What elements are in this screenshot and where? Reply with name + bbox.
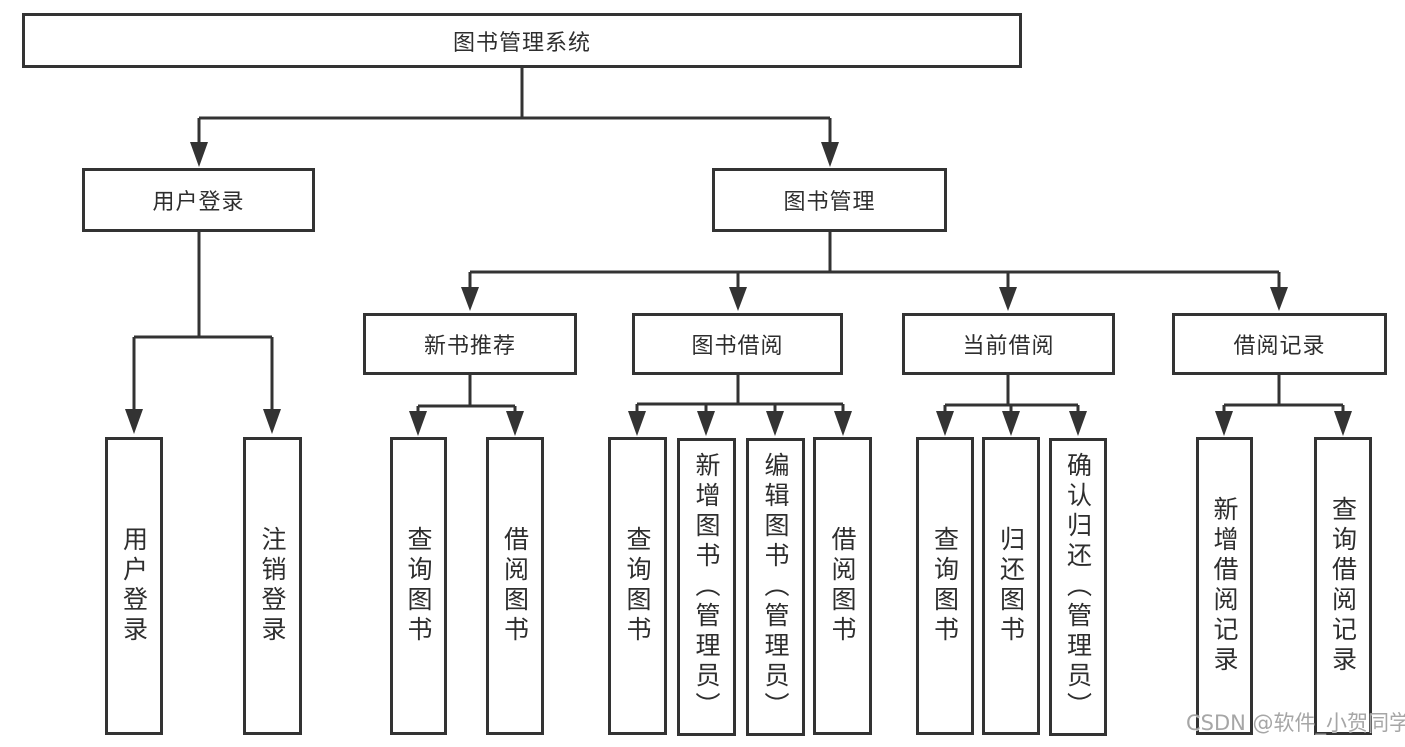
node-book-borrow: 图书借阅 (632, 313, 843, 375)
node-current-borrow: 当前借阅 (902, 313, 1115, 375)
node-root: 图书管理系统 (22, 13, 1022, 68)
leaf-return-books-label: 归还图书 (996, 526, 1026, 646)
leaf-logout-label: 注销登录 (258, 526, 287, 646)
leaf-confirm-return-admin: 确认归还（管理员） (1049, 438, 1107, 736)
watermark: CSDN @软件_小贺同学 (1186, 711, 1405, 735)
leaf-add-borrow-record: 新增借阅记录 (1196, 437, 1253, 735)
leaf-edit-books-admin: 编辑图书（管理员） (746, 438, 805, 736)
node-borrow-records: 借阅记录 (1172, 313, 1387, 375)
arrowhead-group (125, 142, 1352, 436)
leaf-add-books-admin-label: 新增图书（管理员） (692, 452, 721, 722)
node-user-login-label: 用户登录 (152, 190, 245, 215)
leaf-add-borrow-record-label: 新增借阅记录 (1210, 496, 1239, 676)
node-current-borrow-label: 当前借阅 (962, 334, 1055, 359)
leaf-recommend-query-books: 查询图书 (390, 437, 447, 735)
leaf-recommend-borrow-books-label: 借阅图书 (500, 526, 530, 646)
node-book-management: 图书管理 (712, 168, 947, 232)
leaf-current-query-books-label: 查询图书 (930, 526, 960, 646)
leaf-logout: 注销登录 (243, 437, 302, 735)
leaf-current-query-books: 查询图书 (916, 437, 974, 735)
leaf-edit-books-admin-label: 编辑图书（管理员） (761, 452, 790, 722)
leaf-borrow-books-label: 借阅图书 (828, 526, 857, 646)
leaf-borrow-books: 借阅图书 (813, 437, 872, 735)
node-book-borrow-label: 图书借阅 (691, 334, 784, 359)
node-root-label: 图书管理系统 (452, 30, 591, 56)
leaf-confirm-return-admin-label: 确认归还（管理员） (1063, 452, 1093, 722)
node-borrow-records-label: 借阅记录 (1233, 334, 1326, 359)
leaf-recommend-borrow-books: 借阅图书 (486, 437, 544, 735)
leaf-query-borrow-record: 查询借阅记录 (1314, 437, 1372, 735)
leaf-recommend-query-books-label: 查询图书 (404, 526, 433, 646)
leaf-add-books-admin: 新增图书（管理员） (677, 438, 736, 736)
leaf-query-borrow-record-label: 查询借阅记录 (1328, 496, 1358, 676)
node-book-management-label: 图书管理 (783, 190, 876, 215)
leaf-borrow-query-books: 查询图书 (608, 437, 667, 735)
leaf-borrow-query-books-label: 查询图书 (623, 526, 652, 646)
leaf-return-books: 归还图书 (982, 437, 1040, 735)
node-new-book-recommend-label: 新书推荐 (423, 334, 516, 359)
node-new-book-recommend: 新书推荐 (363, 313, 577, 375)
leaf-user-login: 用户登录 (105, 437, 163, 735)
node-user-login: 用户登录 (82, 168, 315, 232)
leaf-user-login-label: 用户登录 (119, 526, 149, 646)
